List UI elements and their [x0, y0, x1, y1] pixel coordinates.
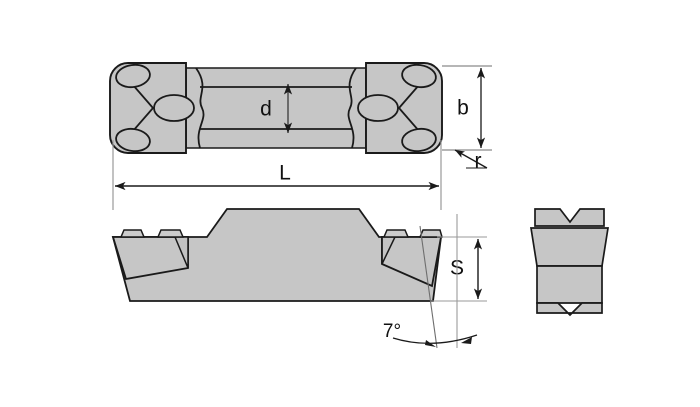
dimension-r: r: [454, 149, 488, 173]
centre-left-scurve: [195, 67, 205, 149]
dimension-d-label: d: [260, 98, 272, 121]
end-view-tapered-body: [530, 227, 609, 267]
side-left-tab-outer: [119, 229, 146, 238]
right-head-pocket-centre: [357, 94, 399, 122]
dimension-d: d: [260, 83, 293, 134]
dimension-r-leader: [454, 149, 488, 169]
left-head-pocket-centre: [153, 94, 195, 122]
centre-slab-shape: [185, 67, 367, 149]
top-view-left-head: [109, 62, 195, 154]
dimension-r-label: r: [475, 150, 482, 173]
angle-arrow-left: [425, 340, 436, 347]
left-head-pocket-bottom: [115, 127, 151, 153]
angle-clearance-label: 7°: [383, 321, 401, 342]
right-head-pocket-bottom: [401, 127, 437, 153]
dimension-L-label: L: [279, 162, 291, 185]
angle-clearance-7deg: 7°: [383, 214, 478, 349]
top-view-centre-body: [185, 67, 367, 149]
top-view-right-head: [357, 62, 443, 154]
left-head-pocket-top: [115, 63, 151, 89]
side-view-body: [111, 208, 443, 302]
side-left-tab-inner: [156, 229, 185, 238]
end-view-bottom-rail: [536, 302, 603, 317]
side-view-group: S 7°: [111, 208, 487, 349]
right-head-pocket-top: [401, 63, 437, 89]
angle-arc: [392, 334, 478, 344]
top-view-group: d b r L: [109, 62, 492, 210]
dimension-b: b: [442, 65, 492, 151]
dimension-L: L: [112, 140, 442, 210]
end-view-group: [530, 208, 609, 317]
end-view-top-rail: [534, 208, 605, 227]
angle-arrow-right: [461, 337, 472, 344]
side-right-tab-inner: [382, 229, 410, 238]
centre-right-scurve: [347, 67, 357, 149]
side-right-tab-outer: [418, 229, 443, 238]
dimension-b-label: b: [457, 97, 469, 120]
angle-ref-inclined-line: [419, 225, 438, 349]
end-view-lower-body: [536, 265, 603, 304]
